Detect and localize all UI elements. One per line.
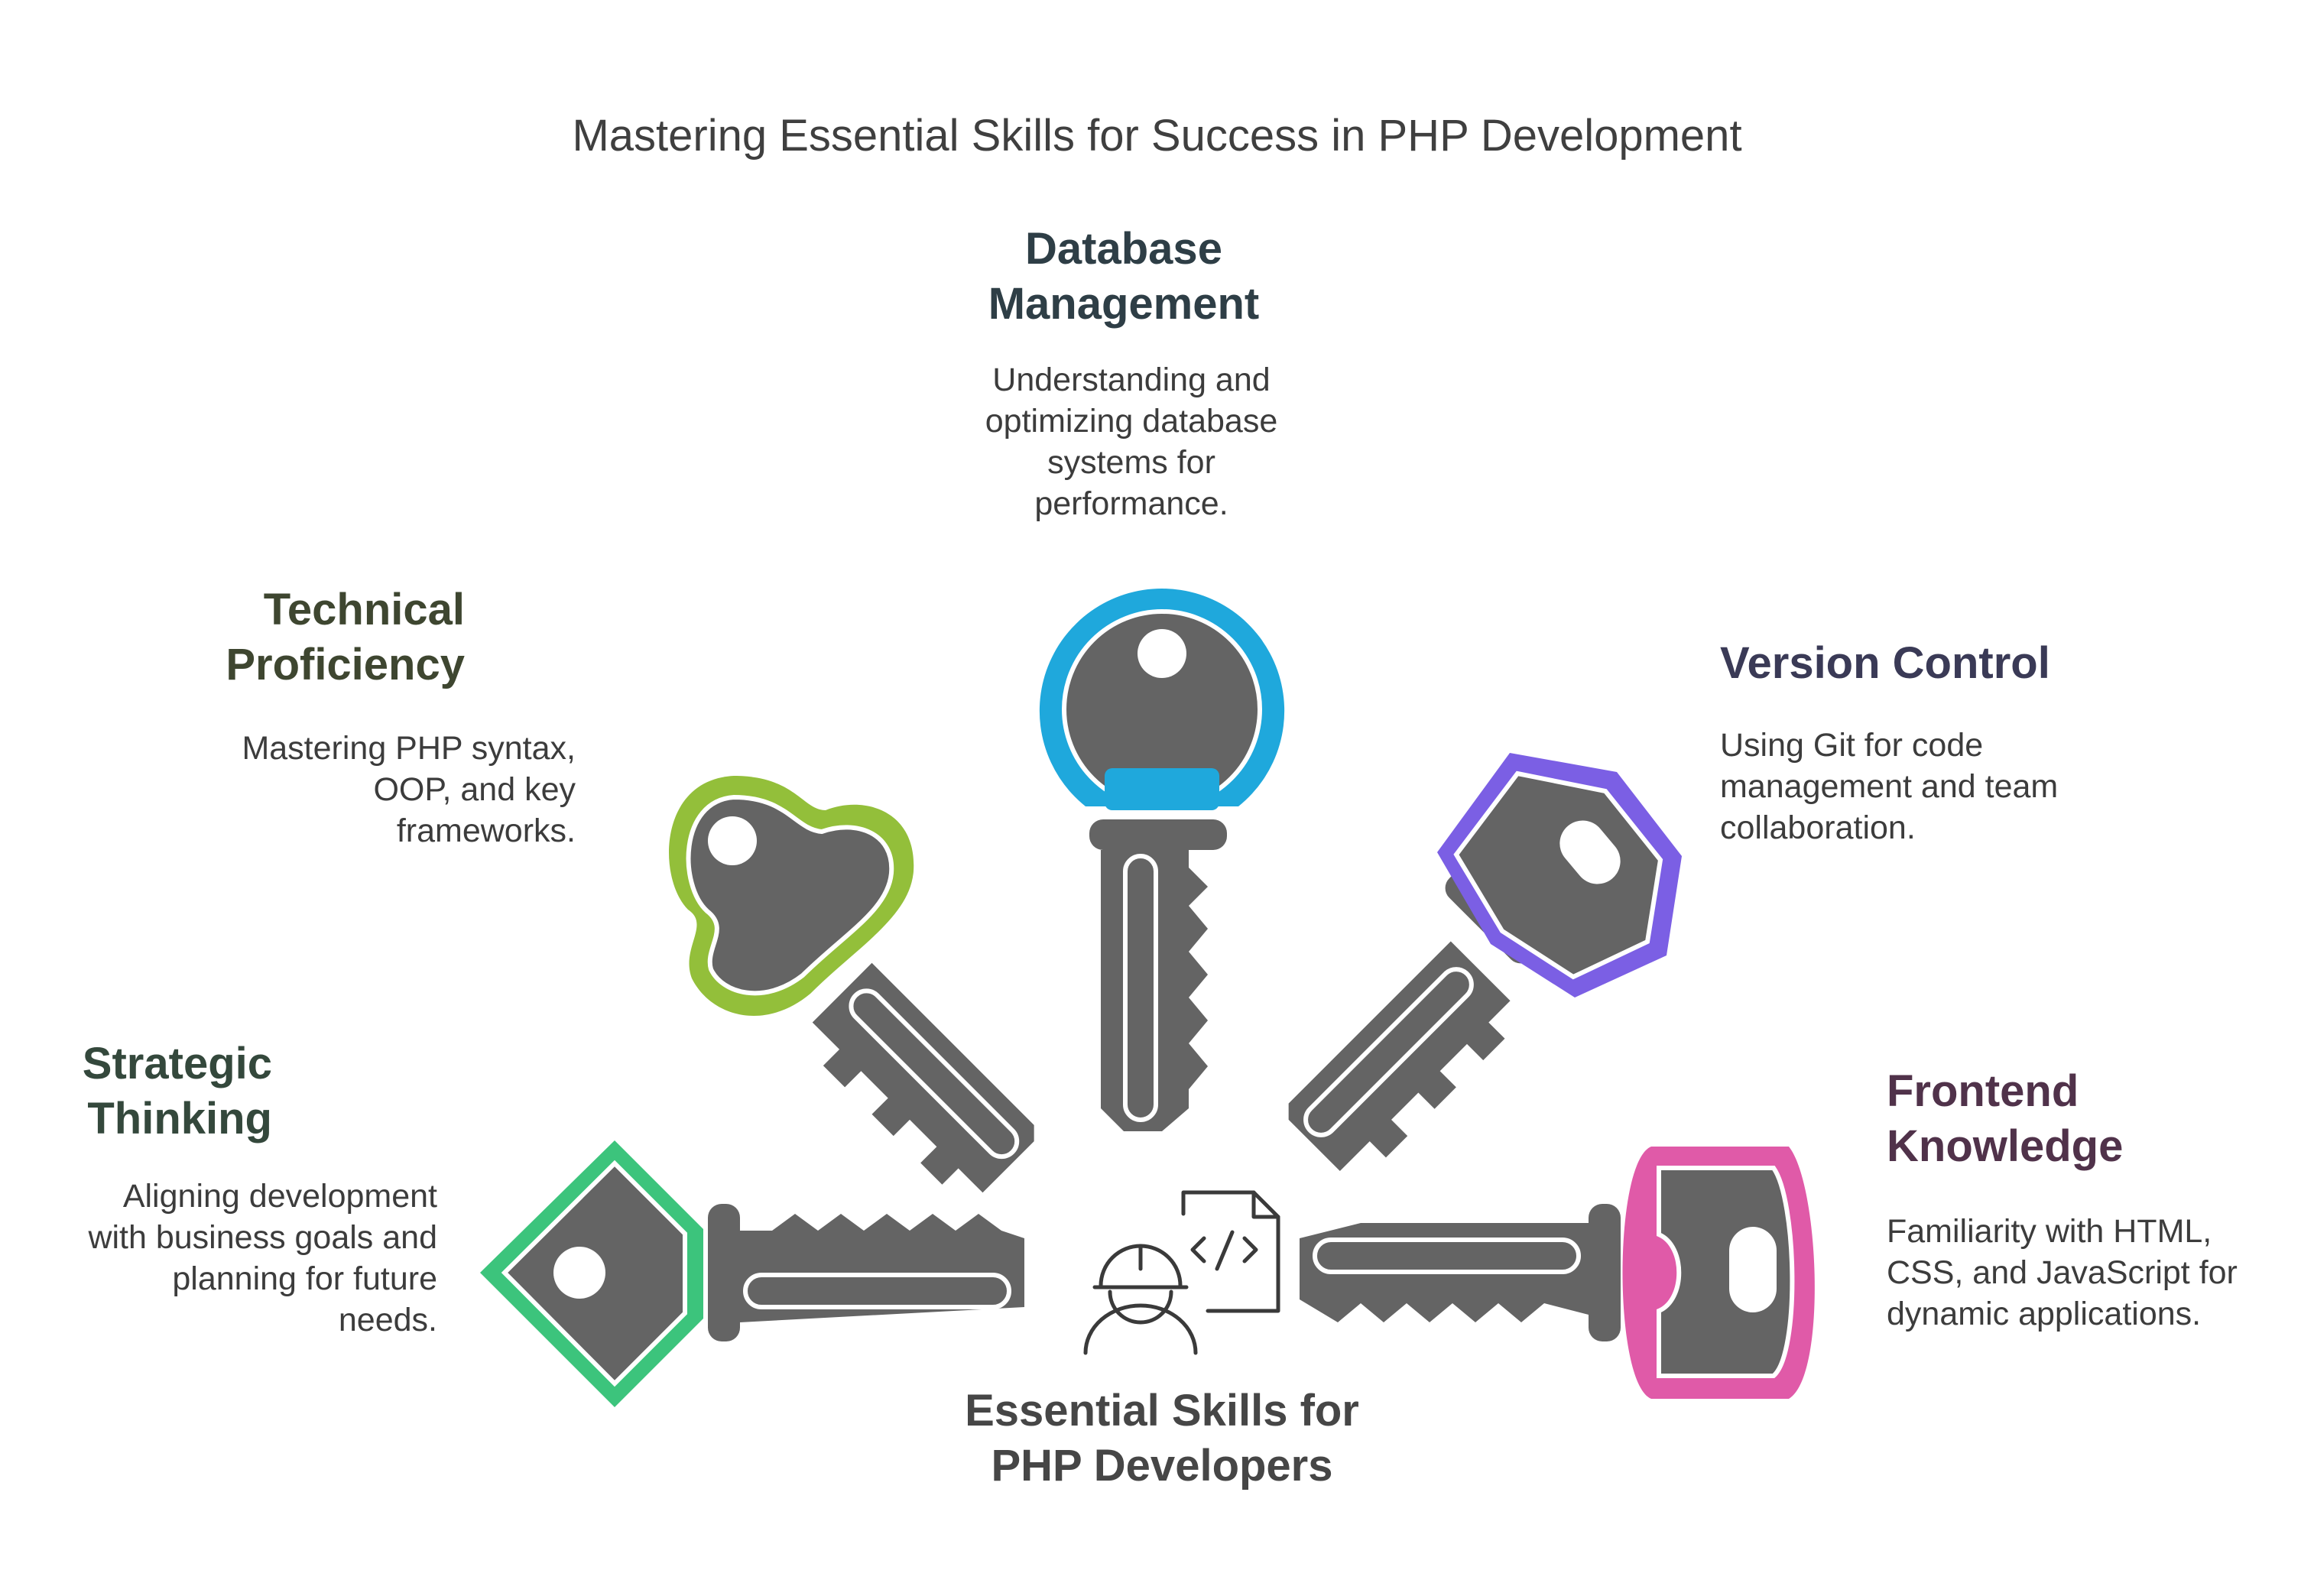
frontend-knowledge-description-line: dynamic applications. xyxy=(1887,1296,2202,1332)
strategic-thinking-heading-line: Thinking xyxy=(87,1094,272,1143)
version-control-description: Using Git for code management and team c… xyxy=(1720,725,2179,848)
frontend-knowledge-description: Familiarity with HTML, CSS, and JavaScri… xyxy=(1887,1211,2299,1335)
center-label-line-1: Essential Skills for xyxy=(965,1386,1359,1435)
center-label: Essential Skills for PHP Developers xyxy=(917,1384,1407,1494)
technical-proficiency-heading-line: Proficiency xyxy=(226,640,465,689)
developer-with-code-icon xyxy=(1083,1190,1280,1355)
frontend-knowledge-heading-line: Frontend xyxy=(1887,1066,2079,1116)
strategic-thinking-description-line: needs. xyxy=(338,1302,437,1338)
technical-proficiency-key-icon xyxy=(669,776,1034,1193)
version-control-description-line: Using Git for code xyxy=(1720,727,1984,764)
page-title: Mastering Essential Skills for Success i… xyxy=(572,111,1742,161)
version-control-heading: Version Control xyxy=(1720,636,2179,691)
database-management-description-line: systems for xyxy=(1047,444,1215,481)
version-control-heading-line: Version Control xyxy=(1720,638,2050,688)
technical-proficiency-description-line: frameworks. xyxy=(396,813,576,849)
database-management-heading: Database Management xyxy=(933,222,1315,332)
frontend-knowledge-description-line: Familiarity with HTML, xyxy=(1887,1213,2212,1250)
database-management-heading-line: Database xyxy=(1025,224,1222,274)
strategic-thinking-description-line: planning for future xyxy=(172,1260,437,1297)
strategic-thinking-description-line: Aligning development xyxy=(122,1178,437,1215)
technical-proficiency-heading-line: Technical xyxy=(263,585,465,634)
strategic-thinking-description: Aligning development with business goals… xyxy=(31,1176,437,1341)
database-management-description-line: Understanding and xyxy=(992,362,1271,398)
strategic-thinking-heading: Strategic Thinking xyxy=(46,1036,272,1147)
technical-proficiency-description-line: OOP, and key xyxy=(373,771,576,808)
version-control-key-icon xyxy=(1288,753,1682,1172)
frontend-knowledge-key-icon xyxy=(1300,1147,1815,1399)
strategic-thinking-heading-line: Strategic xyxy=(82,1039,272,1088)
database-management-description: Understanding and optimizing database sy… xyxy=(940,359,1323,524)
version-control-description-line: collaboration. xyxy=(1720,809,1916,846)
frontend-knowledge-heading-line: Knowledge xyxy=(1887,1121,2124,1171)
frontend-knowledge-heading: Frontend Knowledge xyxy=(1887,1064,2269,1174)
database-management-key-icon xyxy=(1039,588,1285,1131)
version-control-description-line: management and team xyxy=(1720,768,2059,805)
strategic-thinking-key-icon xyxy=(480,1140,1024,1407)
technical-proficiency-heading: Technical Proficiency xyxy=(153,582,465,693)
database-management-description-line: optimizing database xyxy=(985,403,1278,440)
center-label-line-2: PHP Developers xyxy=(991,1441,1333,1491)
frontend-knowledge-description-line: CSS, and JavaScript for xyxy=(1887,1254,2238,1291)
strategic-thinking-description-line: with business goals and xyxy=(88,1219,437,1256)
technical-proficiency-description-line: Mastering PHP syntax, xyxy=(242,730,576,767)
database-management-description-line: performance. xyxy=(1034,485,1228,522)
technical-proficiency-description: Mastering PHP syntax, OOP, and key frame… xyxy=(153,728,576,852)
database-management-heading-line: Management xyxy=(988,279,1260,329)
